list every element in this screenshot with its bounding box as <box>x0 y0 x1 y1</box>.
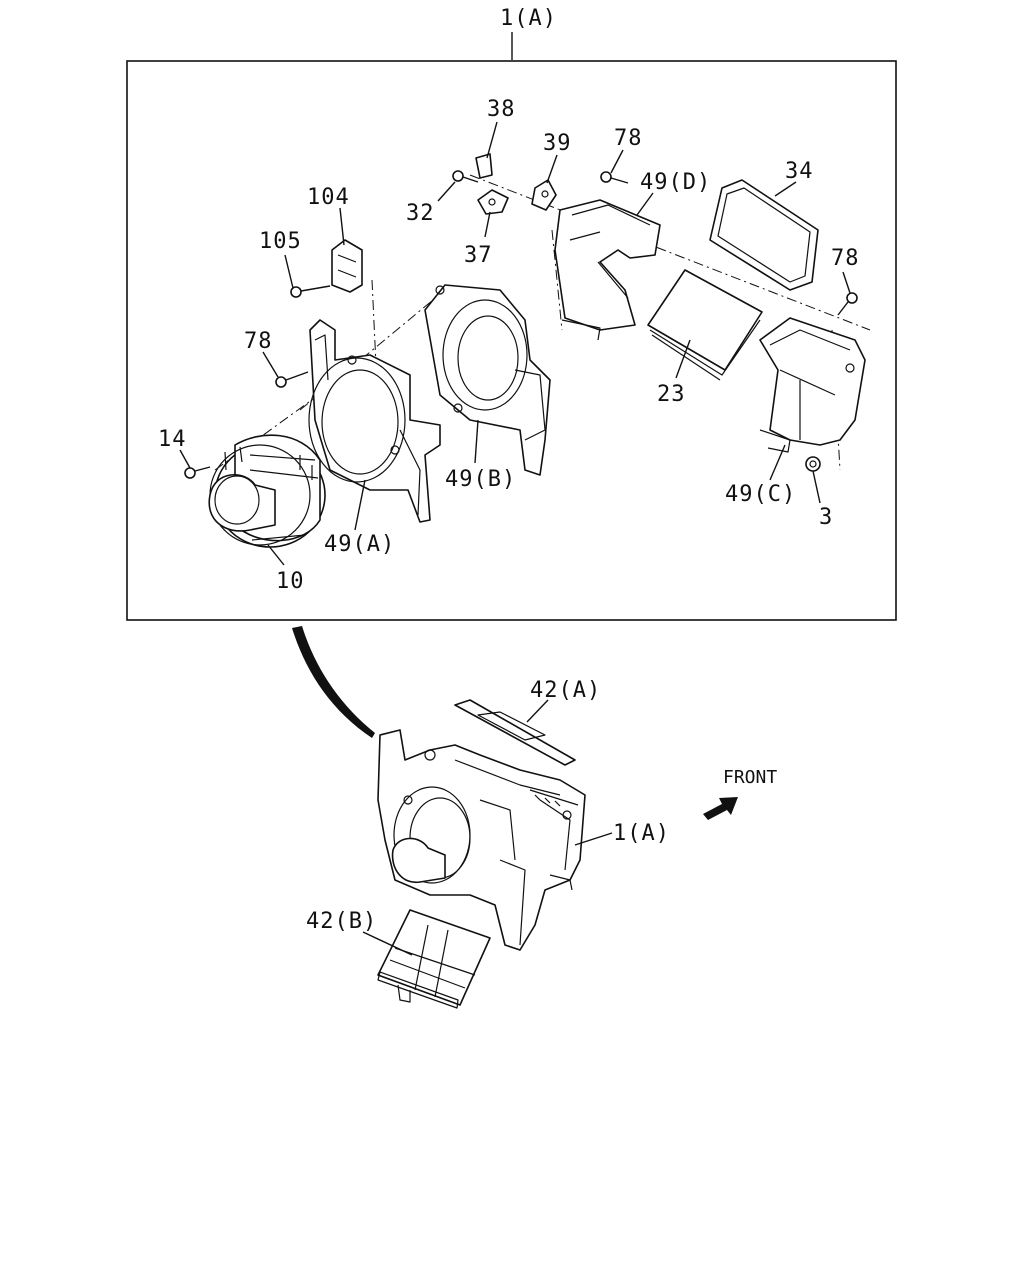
label-part-23: 23 <box>657 382 686 407</box>
lever-part-37 <box>477 189 509 215</box>
exploded-view-frame <box>126 60 897 621</box>
blower-motor-part-10 <box>208 434 326 548</box>
screw-part-14 <box>184 466 211 479</box>
label-part-14: 14 <box>158 427 187 452</box>
label-frame-title: 1(A) <box>500 6 557 31</box>
gasket-part-34 <box>709 179 819 291</box>
label-part-3: 3 <box>819 505 833 530</box>
assembled-unit <box>377 699 586 951</box>
label-part-49c: 49(C) <box>725 482 796 507</box>
label-part-42b: 42(B) <box>306 909 377 934</box>
label-part-34: 34 <box>785 159 814 184</box>
label-part-105: 105 <box>259 229 302 254</box>
screw-part-78-right <box>837 292 858 316</box>
housing-part-49a <box>308 319 441 523</box>
label-part-39: 39 <box>543 131 572 156</box>
filter-part-42b <box>377 909 491 1009</box>
screw-part-78-left <box>275 371 309 388</box>
scroll-case-part-49b <box>424 284 551 476</box>
label-part-78-left: 78 <box>244 329 273 354</box>
label-part-32: 32 <box>406 201 435 226</box>
label-part-78-right: 78 <box>831 246 860 271</box>
nut-part-3 <box>805 456 821 472</box>
label-part-104: 104 <box>307 185 350 210</box>
filter-part-23 <box>647 269 763 381</box>
label-part-49d: 49(D) <box>640 170 711 195</box>
actuator-part-104 <box>331 239 363 293</box>
label-part-37: 37 <box>464 243 493 268</box>
callout-curve <box>292 626 375 738</box>
leader-lines-bottom <box>362 699 613 956</box>
duct-part-49c <box>759 317 866 453</box>
clip-part-38 <box>475 153 493 179</box>
label-part-42a: 42(A) <box>530 678 601 703</box>
leader-lines-top <box>179 121 851 566</box>
label-part-1a-bottom: 1(A) <box>613 821 670 846</box>
label-part-38: 38 <box>487 97 516 122</box>
duct-part-49d <box>554 199 661 341</box>
label-front: FRONT <box>723 767 777 788</box>
label-part-49b: 49(B) <box>445 467 516 492</box>
screw-part-78-top <box>600 171 629 184</box>
arrow-icon <box>703 797 738 820</box>
screw-part-32 <box>452 170 479 183</box>
label-part-10: 10 <box>276 569 305 594</box>
screw-part-105 <box>290 285 331 298</box>
link-part-39 <box>531 179 557 211</box>
label-part-49a: 49(A) <box>324 532 395 557</box>
label-part-78-top: 78 <box>614 126 643 151</box>
